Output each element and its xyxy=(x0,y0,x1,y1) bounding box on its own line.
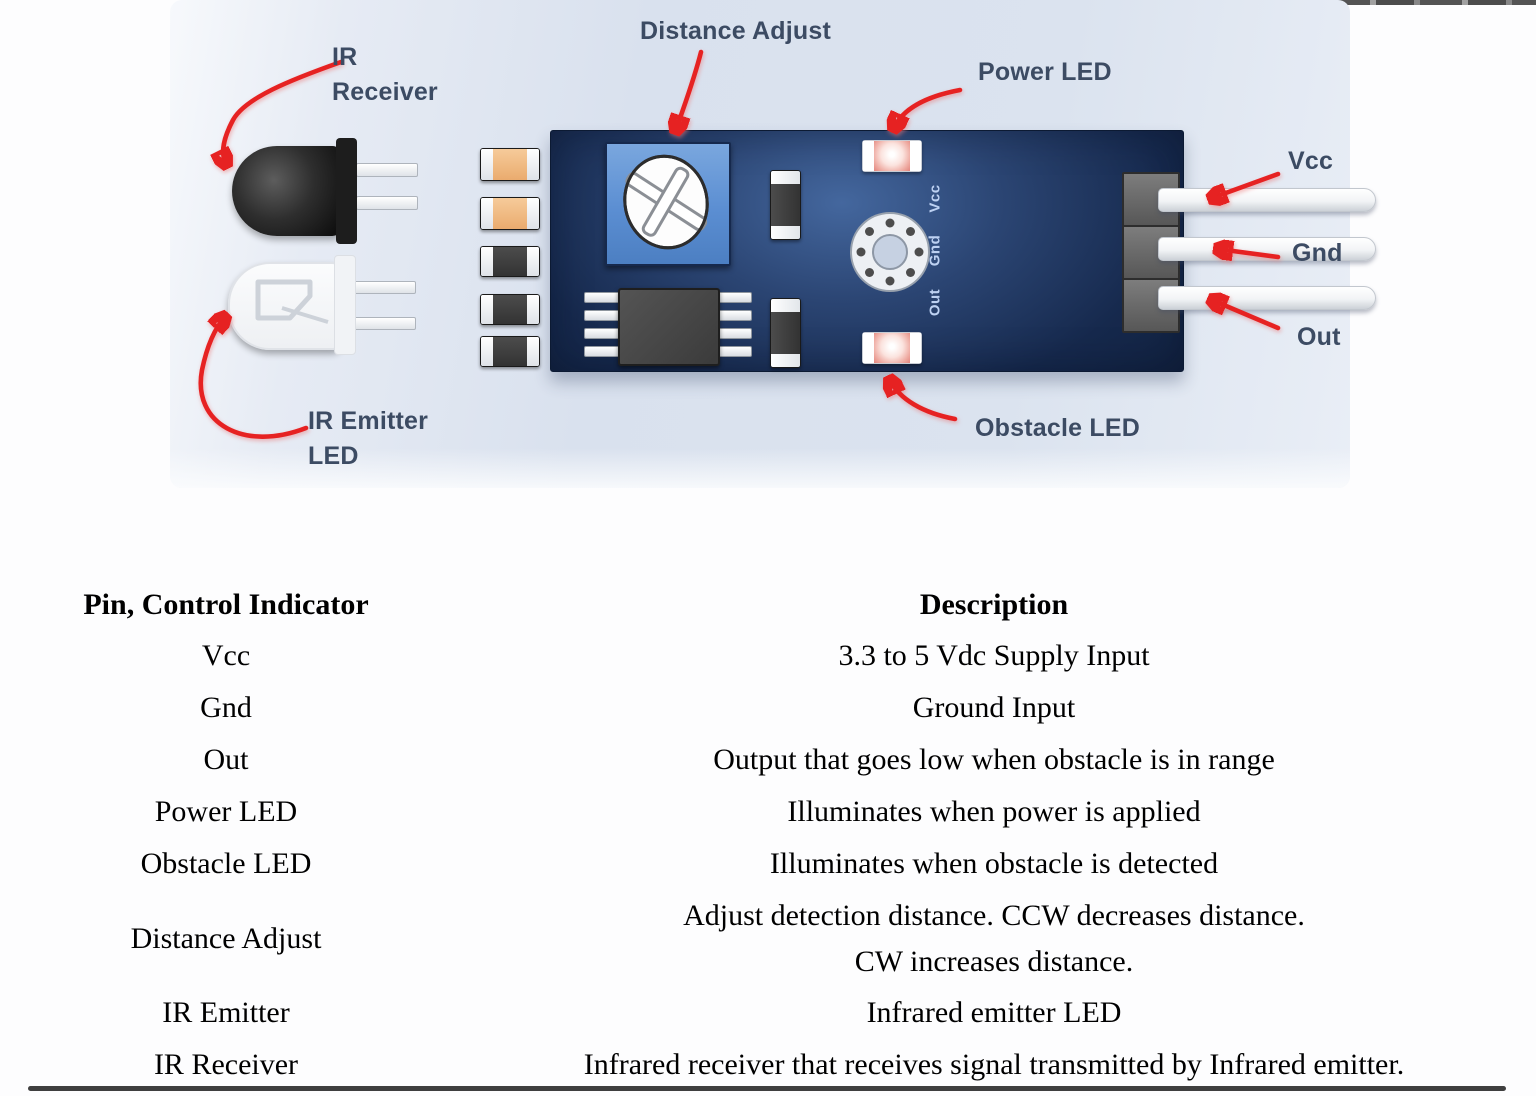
table-row: Vcc 3.3 to 5 Vdc Supply Input xyxy=(0,630,1536,682)
pin-cell: IR Receiver xyxy=(153,1048,299,1081)
out-pin xyxy=(1158,286,1376,310)
ir-receiver-pin xyxy=(356,163,418,177)
power-led-indicator xyxy=(862,140,922,172)
table-row: IR Receiver Infrared receiver that recei… xyxy=(0,1039,1536,1091)
board-pin-label-out: Out xyxy=(926,288,944,317)
ir-emitter-flange xyxy=(334,255,356,355)
desc-cell: Illuminates when power is applied xyxy=(787,795,1201,828)
label-out: Out xyxy=(1297,323,1341,351)
desc-cell: Ground Input xyxy=(912,691,1076,724)
table-header-row: Pin, Control Indicator Description xyxy=(0,580,1536,630)
label-obstacle-led: Obstacle LED xyxy=(975,414,1140,442)
gnd-pin xyxy=(1158,237,1376,261)
vcc-pin xyxy=(1158,188,1376,212)
ir-emitter-pin xyxy=(352,281,416,294)
label-distance-adjust: Distance Adjust xyxy=(640,17,832,45)
label-ir-receiver: IR Receiver xyxy=(332,43,438,106)
desc-cell: Infrared emitter LED xyxy=(866,996,1122,1029)
obstacle-led-indicator xyxy=(862,332,922,364)
smd-resistor xyxy=(480,246,540,277)
distance-adjust-potentiometer xyxy=(605,142,731,266)
pin-description-table: Pin, Control Indicator Description Vcc 3… xyxy=(0,580,1536,1091)
table-row: Out Output that goes low when obstacle i… xyxy=(0,734,1536,786)
pin-cell: Obstacle LED xyxy=(140,847,312,880)
pin-cell: Gnd xyxy=(200,691,252,724)
pin-cell: Out xyxy=(203,743,249,776)
desc-cell: Adjust detection distance. CCW decreases… xyxy=(683,898,1305,978)
ic-pin xyxy=(584,292,622,303)
table-row: Obstacle LED Illuminates when obstacle i… xyxy=(0,838,1536,890)
label-vcc: Vcc xyxy=(1288,147,1334,175)
board-pin-label-vcc: Vcc xyxy=(926,184,944,213)
board-pin-label-gnd: Gnd xyxy=(926,234,944,267)
ic-pin xyxy=(584,328,622,339)
smd-resistor-vertical xyxy=(770,298,801,368)
table-row: Gnd Ground Input xyxy=(0,682,1536,734)
smd-resistor xyxy=(480,336,540,367)
ic-pin xyxy=(584,310,622,321)
potentiometer-knob xyxy=(623,154,709,250)
table-header-description: Description xyxy=(919,588,1069,621)
desc-cell: Illuminates when obstacle is detected xyxy=(769,847,1219,880)
table-row: Distance Adjust Adjust detection distanc… xyxy=(0,890,1536,987)
ic-chip xyxy=(618,288,720,366)
table-row: IR Emitter Infrared emitter LED xyxy=(0,987,1536,1039)
table-header-pin: Pin, Control Indicator xyxy=(83,588,369,621)
smd-resistor-vertical xyxy=(770,170,801,240)
ir-receiver-flange xyxy=(336,138,357,244)
ic-pin xyxy=(584,346,622,357)
ir-emitter-internals xyxy=(255,279,329,324)
table-row: Power LED Illuminates when power is appl… xyxy=(0,786,1536,838)
smd-capacitor xyxy=(480,197,540,230)
bottom-scan-artifact xyxy=(28,1086,1506,1091)
label-ir-emitter: IR Emitter LED xyxy=(308,407,429,470)
ir-emitter-led xyxy=(228,262,342,350)
label-power-led: Power LED xyxy=(978,58,1112,86)
smd-resistor xyxy=(480,294,540,325)
desc-cell: Output that goes low when obstacle is in… xyxy=(713,743,1275,776)
mounting-hole xyxy=(850,212,930,292)
desc-cell: Infrared receiver that receives signal t… xyxy=(583,1048,1405,1081)
pin-cell: Power LED xyxy=(154,795,298,828)
pin-cell: IR Emitter xyxy=(162,996,290,1029)
ir-emitter-pin xyxy=(352,317,416,330)
desc-cell: 3.3 to 5 Vdc Supply Input xyxy=(838,639,1150,672)
ir-receiver-led xyxy=(232,146,342,236)
ir-receiver-pin xyxy=(356,196,418,210)
sensor-diagram-panel: Vcc Gnd Out xyxy=(170,0,1376,488)
label-gnd: Gnd xyxy=(1292,239,1343,267)
pin-cell: Distance Adjust xyxy=(130,921,322,955)
smd-capacitor xyxy=(480,148,540,181)
pin-cell: Vcc xyxy=(201,639,251,672)
